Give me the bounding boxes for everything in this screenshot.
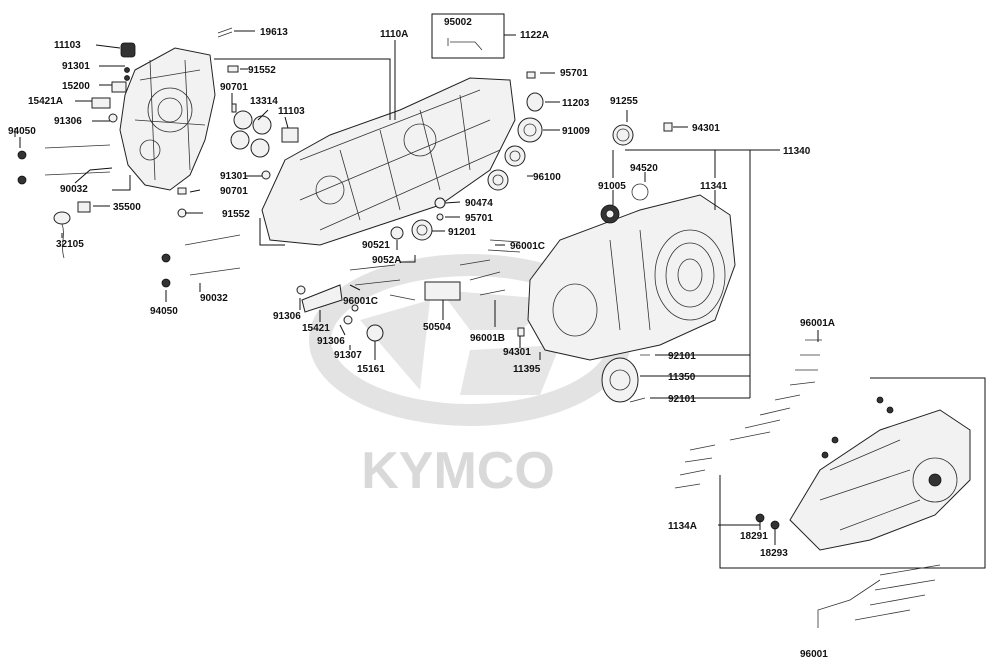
label-1110A: 1110A (380, 29, 408, 40)
label-15161: 15161 (357, 364, 385, 375)
label-18293: 18293 (760, 548, 788, 559)
label-11341: 11341 (700, 181, 728, 192)
label-11340: 11340 (783, 146, 811, 157)
label-91306-a: 91306 (54, 116, 82, 127)
label-94050-a: 94050 (8, 126, 36, 137)
label-91255: 91255 (610, 96, 638, 107)
label-94520: 94520 (630, 163, 658, 174)
label-91009: 91009 (562, 126, 590, 137)
label-90474: 90474 (465, 198, 493, 209)
label-15200: 15200 (62, 81, 90, 92)
label-90521: 90521 (362, 240, 390, 251)
label-90701-b: 90701 (220, 186, 248, 197)
label-90032-b: 90032 (200, 293, 228, 304)
label-95002: 95002 (444, 17, 472, 28)
label-94301-b: 94301 (503, 347, 531, 358)
label-91306-b: 91306 (273, 311, 301, 322)
label-95701-a: 95701 (560, 68, 588, 79)
label-1134A: 1134A (668, 521, 697, 532)
label-15421: 15421 (302, 323, 330, 334)
label-11103-b: 11103 (278, 106, 305, 117)
label-1122A: 1122A (520, 30, 549, 41)
label-18291: 18291 (740, 531, 768, 542)
label-11103-a: 11103 (54, 40, 81, 51)
label-92101-a: 92101 (668, 351, 696, 362)
label-91005: 91005 (598, 181, 626, 192)
left-crankcase-half (119, 47, 216, 191)
label-90032-a: 90032 (60, 184, 88, 195)
label-91301-b: 91301 (220, 171, 248, 182)
crankcase-right-half (261, 77, 516, 246)
label-91552-b: 91552 (222, 209, 250, 220)
outer-cover-group (719, 377, 986, 569)
label-19613: 19613 (260, 27, 288, 38)
label-11395: 11395 (513, 364, 541, 375)
label-92101-b: 92101 (668, 394, 696, 405)
label-35500: 35500 (113, 202, 141, 213)
label-91301-a: 91301 (62, 61, 90, 72)
label-96001A: 96001A (800, 318, 835, 329)
label-96001: 96001 (800, 649, 828, 660)
label-13314: 13314 (250, 96, 278, 107)
label-94050-b: 94050 (150, 306, 178, 317)
label-96001C-a: 96001C (510, 241, 545, 252)
label-91306-c: 91306 (317, 336, 345, 347)
label-91307: 91307 (334, 350, 362, 361)
label-91201: 91201 (448, 227, 476, 238)
label-96001C-b: 96001C (343, 296, 378, 307)
label-94301-a: 94301 (692, 123, 720, 134)
watermark-text: KYMCO (361, 442, 555, 500)
label-95701-b: 95701 (465, 213, 493, 224)
label-91552-a: 91552 (248, 65, 276, 76)
part-labels: 11103 19613 1110A 95002 1122A 91301 9155… (8, 17, 835, 660)
small-parts (17, 27, 941, 628)
label-11203: 11203 (562, 98, 590, 109)
transmission-cover (527, 194, 736, 361)
label-96001B: 96001B (470, 333, 505, 344)
leader-lines (14, 13, 819, 545)
label-15421A: 15421A (28, 96, 63, 107)
label-50504: 50504 (423, 322, 451, 333)
label-11350: 11350 (668, 372, 696, 383)
label-96100: 96100 (533, 172, 561, 183)
label-9052A: 9052A (372, 255, 401, 266)
label-90701-a: 90701 (220, 82, 248, 93)
label-32105: 32105 (56, 239, 84, 250)
